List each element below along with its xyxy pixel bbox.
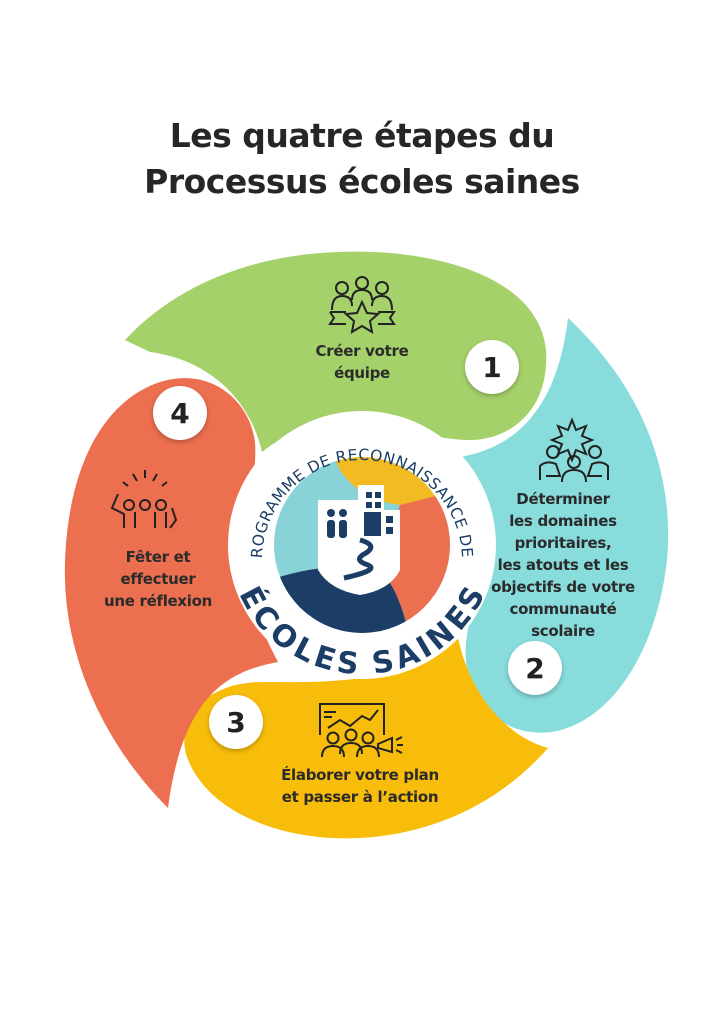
step-1-line: équipe [334, 364, 390, 382]
step-2-label: Déterminer les domaines prioritaires, le… [473, 488, 653, 642]
step-2-line: les domaines [509, 512, 617, 530]
step-3-label: Élaborer votre plan et passer à l’action [260, 764, 460, 808]
team-star-icon [328, 276, 396, 334]
step-4-line: effectuer [120, 570, 196, 588]
step-1-number-badge: 1 [465, 340, 519, 394]
step-4-line: Fêter et [125, 548, 191, 566]
step-4-line: une réflexion [103, 592, 213, 610]
title-line-2: Processus écoles saines [144, 162, 580, 201]
step-2-line: les atouts et les [497, 556, 629, 574]
step-3-line: Élaborer votre plan [281, 766, 439, 784]
step-3-line: et passer à l’action [281, 788, 439, 806]
title-line-1: Les quatre étapes du [169, 116, 555, 155]
step-2-line: objectifs de votre [491, 578, 635, 596]
step-2-line: communauté [509, 600, 617, 618]
step-2-line: Déterminer [516, 490, 610, 508]
step-2-petal [452, 318, 669, 733]
celebration-group-icon [110, 470, 178, 529]
meeting-idea-icon [539, 417, 609, 483]
step-4-petal [64, 378, 278, 808]
step-1-petal [125, 251, 547, 452]
step-3-number-badge: 3 [209, 695, 263, 749]
page-title: Les quatre étapes du Processus écoles sa… [0, 113, 724, 205]
step-1-line: Créer votre [315, 342, 409, 360]
step-2-line: prioritaires, [514, 534, 612, 552]
step-4-number-badge: 4 [153, 386, 207, 440]
step-2-number-badge: 2 [508, 641, 562, 695]
step-2-line: scolaire [531, 622, 595, 640]
step-4-label: Fêter et effectuer une réflexion [78, 546, 238, 612]
step-3-petal [184, 638, 548, 839]
presentation-megaphone-icon [319, 703, 403, 758]
step-1-label: Créer votre équipe [262, 340, 462, 384]
